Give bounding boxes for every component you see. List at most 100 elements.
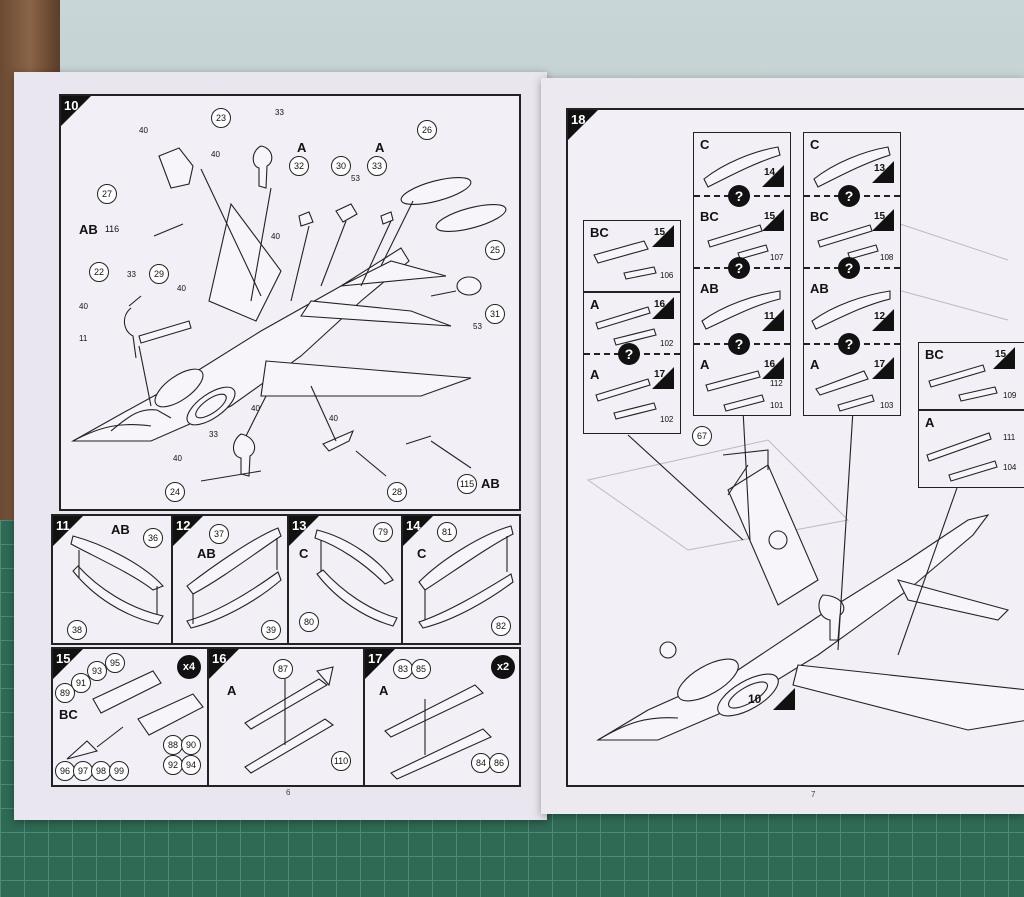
- part-callout: 81: [437, 522, 457, 542]
- option-box-middle-2: C 13 ? BC 15 108 ? AB 12 ? A 17 103: [803, 132, 901, 416]
- quantity-badge: x4: [177, 655, 201, 679]
- aircraft-exploded-view: [70, 145, 507, 482]
- step-number: 10: [64, 98, 79, 113]
- part-callout: 97: [73, 761, 93, 781]
- part-callout: 92: [163, 755, 183, 775]
- part-callout: 91: [71, 673, 91, 693]
- part-callout: 116: [104, 224, 120, 234]
- step-ref-flag: 11: [764, 311, 775, 322]
- option-label: BC: [810, 209, 829, 224]
- glue-point-number: 40: [211, 150, 220, 159]
- option-label: A: [925, 415, 935, 430]
- part-callout: 85: [411, 659, 431, 679]
- option-label: A: [810, 357, 820, 372]
- step-ref-flag: 15: [654, 227, 666, 238]
- step-ref-flag: 13: [874, 163, 886, 174]
- part-callout: 109: [1003, 391, 1017, 400]
- step-number: 17: [368, 651, 383, 666]
- part-callout: 88: [163, 735, 183, 755]
- part-callout: 107: [770, 253, 784, 262]
- part-callout: 96: [55, 761, 75, 781]
- part-callout: 36: [143, 528, 163, 548]
- question-icon: ?: [838, 333, 860, 355]
- step-ref-flag: 14: [764, 167, 776, 178]
- glue-point-number: 33: [209, 430, 218, 439]
- step-number: 12: [176, 518, 191, 533]
- question-icon: ?: [618, 343, 640, 365]
- part-callout: 110: [331, 751, 351, 771]
- step-number: 16: [212, 651, 227, 666]
- instruction-page-right: 18: [541, 78, 1024, 814]
- glue-point-number: 40: [139, 126, 148, 135]
- part-callout: 67: [692, 426, 712, 446]
- option-ab-label: AB: [79, 222, 98, 237]
- option-label: BC: [590, 225, 609, 240]
- part-callout: 104: [1003, 463, 1017, 472]
- glue-point-number: 53: [351, 174, 360, 183]
- question-icon: ?: [838, 185, 860, 207]
- step-10-panel: 10: [59, 94, 521, 511]
- question-icon: ?: [728, 185, 750, 207]
- part-callout: 103: [880, 401, 894, 410]
- step-ref-flag: 16: [764, 359, 776, 370]
- page-number: 6: [286, 788, 291, 797]
- part-callout: 98: [91, 761, 111, 781]
- part-callout: 24: [165, 482, 185, 502]
- part-callout: 87: [273, 659, 293, 679]
- step-ref-flag: 15: [764, 211, 776, 222]
- part-callout: 79: [373, 522, 393, 542]
- step-number: 13: [292, 518, 307, 533]
- step-ref-flag: [773, 688, 795, 710]
- step-11-panel: 11 AB 36 38: [51, 514, 173, 645]
- glue-point-number: 40: [173, 454, 182, 463]
- option-label: BC: [59, 707, 78, 722]
- step-18-panel: 18: [566, 108, 1024, 787]
- part-callout: 37: [209, 524, 229, 544]
- step-14-panel: 14 C 81 82: [401, 514, 521, 645]
- part-callout: 94: [181, 755, 201, 775]
- part-callout: 30: [331, 156, 351, 176]
- glue-point-number: 11: [79, 334, 88, 343]
- question-icon: ?: [838, 257, 860, 279]
- glue-point-number: 53: [473, 322, 482, 331]
- step-number-tag: [61, 96, 91, 126]
- part-callout: 86: [489, 753, 509, 773]
- step-13-panel: 13 C 79 80: [287, 514, 403, 645]
- instruction-page-left: 10: [14, 72, 547, 820]
- part-callout: 29: [149, 264, 169, 284]
- option-label: A: [379, 683, 389, 698]
- step-number: 11: [56, 518, 70, 533]
- step-ref-flag: 17: [874, 359, 886, 370]
- option-a-label: A: [375, 140, 385, 155]
- step-number: 14: [406, 518, 421, 533]
- part-callout: 84: [471, 753, 491, 773]
- quantity-badge: x2: [491, 655, 515, 679]
- option-label: AB: [700, 281, 719, 296]
- step-17-panel: 17 x2 A 83 85 84 86: [363, 647, 521, 787]
- step-15-panel: 15 x4 BC 89 91 93 95 88 90 92 94 96 97 9…: [51, 647, 209, 787]
- option-box-middle-1: C 14 ? BC 15 107 ? AB 11 ? A 16 112: [693, 132, 791, 416]
- part-callout: 25: [485, 240, 505, 260]
- part-callout: 27: [97, 184, 117, 204]
- option-label: C: [299, 546, 309, 561]
- part-callout: 101: [770, 401, 784, 410]
- step-number: 18: [571, 112, 586, 127]
- step-ref-number: 10: [748, 692, 762, 706]
- glue-point-number: 33: [275, 108, 284, 117]
- glue-point-number: 40: [271, 232, 280, 241]
- step-ref-flag: 17: [654, 369, 666, 380]
- step-ref-flag: 15: [874, 211, 886, 222]
- option-label: AB: [111, 522, 130, 537]
- option-label: C: [417, 546, 427, 561]
- option-label: A: [590, 367, 600, 382]
- part-callout: 102: [660, 339, 674, 348]
- part-callout: 106: [660, 271, 674, 280]
- part-callout: 32: [289, 156, 309, 176]
- part-callout: 39: [261, 620, 281, 640]
- step-ref-flag: 12: [874, 311, 886, 322]
- option-label: AB: [197, 546, 216, 561]
- part-callout: 38: [67, 620, 87, 640]
- question-icon: ?: [728, 333, 750, 355]
- part-callout: 90: [181, 735, 201, 755]
- part-callout: 23: [211, 108, 231, 128]
